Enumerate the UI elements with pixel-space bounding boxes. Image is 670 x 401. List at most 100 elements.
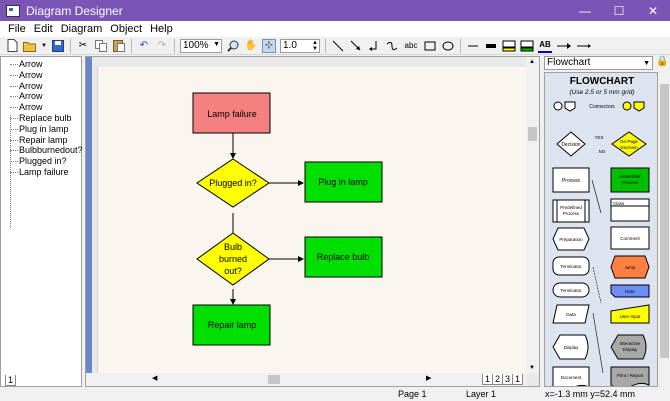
palette-scrollbar[interactable] — [659, 72, 670, 387]
connector-yellow-shape[interactable] — [622, 101, 632, 111]
menu-help[interactable]: Help — [150, 23, 173, 35]
menu-object[interactable]: Object — [110, 23, 143, 35]
horizontal-scroll-thumb[interactable] — [268, 375, 280, 384]
rectangle-tool-icon[interactable] — [423, 39, 437, 53]
undo-icon[interactable]: ↶ — [139, 40, 149, 51]
vertical-scroll-thumb[interactable] — [528, 127, 537, 141]
tree-item[interactable]: Arrow — [1, 70, 81, 81]
canvas-vertical-scrollbar[interactable]: ▼ ▲ — [526, 57, 539, 373]
palette-scroll-thumb[interactable] — [660, 84, 669, 358]
connector-circle-shape[interactable] — [553, 101, 563, 111]
offpage-connector-shape[interactable] — [564, 101, 576, 112]
text-format-icon[interactable]: AB — [538, 39, 552, 53]
palette-options-icon[interactable]: 🔒 — [656, 56, 669, 67]
tree-item[interactable]: Arrow — [1, 59, 81, 70]
connector-tool-icon[interactable] — [385, 39, 399, 53]
jump-label: Jump — [624, 265, 636, 270]
arrow-style-icon[interactable] — [556, 39, 572, 53]
bulb-label-line3: out? — [224, 266, 242, 276]
tree-item[interactable]: Bulbburnedout? — [1, 145, 83, 156]
line-weight-icon[interactable] — [484, 39, 498, 53]
user-input-shape[interactable] — [610, 304, 650, 324]
onpage-label2: Decision — [620, 145, 638, 150]
new-file-icon[interactable] — [5, 39, 19, 53]
ellipse-tool-icon[interactable] — [441, 39, 455, 53]
tree-item[interactable]: Plugged in? — [1, 156, 81, 167]
text-tool-icon[interactable]: abc — [404, 41, 418, 50]
diagram-page[interactable]: Lamp failure Plugged in? Plug in lamp Bu… — [97, 67, 527, 373]
bulb-burned-out-diamond[interactable] — [196, 232, 270, 286]
menu-bar: File Edit Diagram Object Help — [0, 21, 670, 37]
document-shape[interactable] — [552, 366, 590, 387]
decision-shape[interactable] — [556, 131, 586, 157]
line-tool-icon[interactable] — [331, 39, 345, 53]
terminator-round-shape[interactable] — [552, 282, 590, 298]
plug-in-lamp-box[interactable] — [304, 161, 383, 203]
tree-item[interactable]: Repair lamp — [1, 135, 81, 146]
preparation-shape[interactable] — [552, 227, 590, 251]
tree-item[interactable]: Arrow — [1, 81, 81, 92]
maximize-button[interactable]: ☐ — [613, 3, 625, 18]
cut-icon[interactable]: ✂ — [78, 40, 88, 51]
palette-select[interactable]: Flowchart▼ — [544, 56, 653, 70]
tree-item[interactable]: Lamp failure — [1, 167, 81, 178]
elbow-arrow-icon[interactable] — [367, 39, 381, 53]
menu-edit[interactable]: Edit — [33, 23, 53, 35]
predefined-process-shape[interactable] — [552, 199, 590, 223]
chevron-down-icon: ▼ — [643, 60, 650, 67]
arrow-style-dropdown-icon[interactable] — [576, 39, 592, 53]
line-style-icon[interactable] — [466, 39, 480, 53]
hand-pan-icon[interactable]: ✋ — [244, 40, 258, 51]
tree-item[interactable]: Plug in lamp — [1, 124, 81, 135]
print-report-shape[interactable] — [610, 366, 650, 387]
replace-bulb-box[interactable] — [304, 236, 383, 278]
scroll-right-icon[interactable]: ▶ — [426, 375, 432, 382]
save-icon[interactable] — [51, 39, 65, 53]
tree-item[interactable]: Arrow — [1, 102, 81, 113]
minimize-button[interactable]: — — [579, 3, 591, 18]
tree-item[interactable]: Replace bulb — [1, 113, 81, 124]
menu-diagram[interactable]: Diagram — [60, 23, 103, 35]
app-icon — [6, 4, 20, 17]
process-shape[interactable] — [552, 167, 590, 193]
document-label: Document — [561, 375, 582, 380]
data-shape[interactable] — [552, 304, 590, 324]
tree-item[interactable]: Arrow — [1, 91, 81, 102]
diagram-canvas[interactable]: Lamp failure Plugged in? Plug in lamp Bu… — [85, 56, 540, 387]
display-shape[interactable] — [552, 334, 589, 360]
scroll-up-icon[interactable]: ▲ — [529, 59, 535, 65]
open-folder-icon[interactable] — [23, 39, 37, 53]
note-shape[interactable] — [610, 284, 650, 298]
line-width-input[interactable]: 1.0▲▼ — [280, 38, 320, 53]
page-tab[interactable]: 1 — [512, 374, 524, 385]
onpage-decision-shape[interactable] — [611, 131, 647, 157]
menu-file[interactable]: File — [8, 23, 26, 35]
redo-icon[interactable]: ↷ — [157, 40, 167, 51]
zoom-select[interactable]: 100%▼ — [180, 38, 222, 53]
status-page: Page 1 — [398, 389, 427, 399]
repair-lamp-box[interactable] — [192, 304, 271, 346]
class-shape[interactable] — [610, 198, 650, 222]
spin-arrows-icon[interactable]: ▲▼ — [312, 39, 318, 52]
lamp-failure-box[interactable] — [192, 92, 271, 134]
close-button[interactable]: ✕ — [647, 3, 659, 18]
zoom-icon[interactable] — [226, 39, 240, 53]
snap-grid-icon[interactable]: ⊹ — [262, 38, 276, 53]
line-color-icon[interactable] — [520, 39, 534, 53]
canvas-horizontal-scrollbar[interactable]: ◀ ▶ — [86, 373, 527, 386]
plugged-in-diamond[interactable] — [196, 158, 270, 208]
fill-color-icon[interactable] — [502, 39, 516, 53]
open-dropdown-icon[interactable]: ▼ — [41, 42, 47, 49]
arrow-tool-icon[interactable] — [349, 39, 363, 53]
interactive-display-shape[interactable] — [610, 334, 647, 360]
tree-page-tab[interactable]: 1 — [5, 375, 17, 386]
assembler-process-shape[interactable] — [610, 167, 650, 193]
jump-shape[interactable] — [610, 255, 650, 279]
scroll-left-icon[interactable]: ◀ — [152, 375, 158, 382]
copy-icon[interactable] — [94, 39, 108, 53]
terminator-shape[interactable] — [552, 256, 590, 276]
paste-icon[interactable] — [112, 39, 126, 53]
scroll-down-icon[interactable]: ▼ — [529, 365, 535, 371]
comment-shape[interactable] — [610, 226, 650, 250]
offpage-yellow-shape[interactable] — [633, 101, 645, 112]
